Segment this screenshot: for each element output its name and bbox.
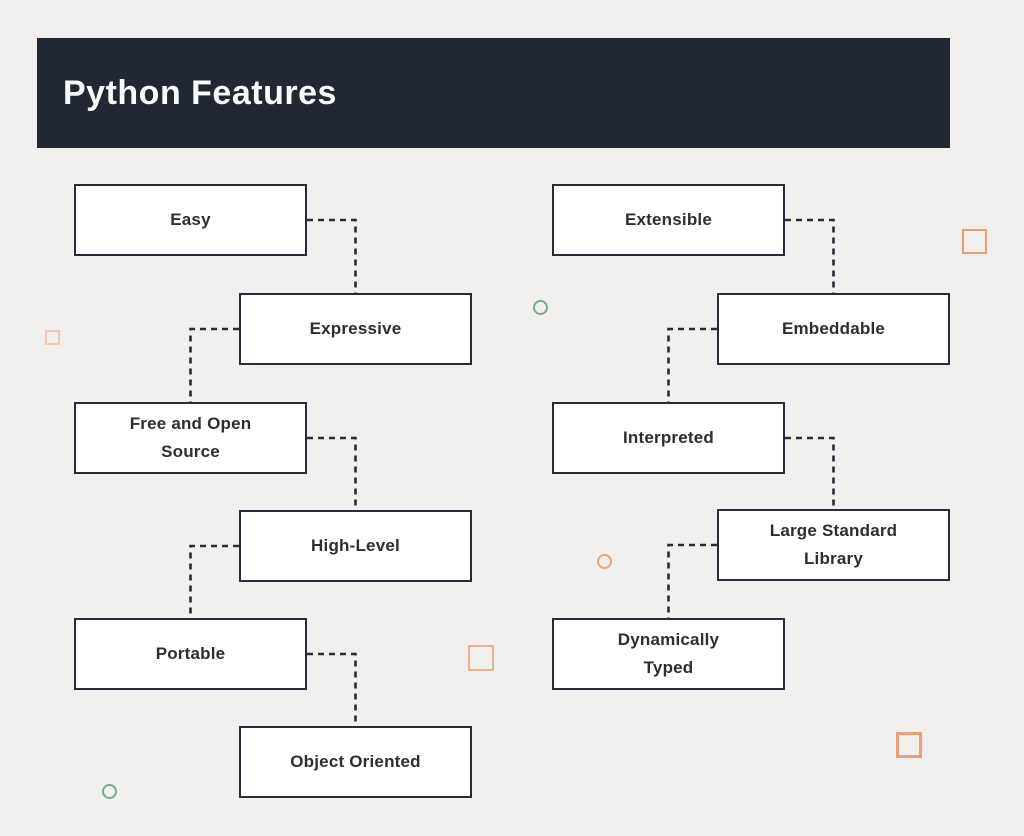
node-dynamically-typed: Dynamically Typed: [552, 618, 785, 690]
connector-expressive-free-open-source: [189, 327, 239, 402]
node-large-standard-library: Large Standard Library: [717, 509, 950, 581]
connector-easy-expressive: [307, 218, 357, 293]
node-easy: Easy: [74, 184, 307, 256]
square-outline-icon: [468, 645, 494, 671]
node-expressive: Expressive: [239, 293, 472, 365]
circle-outline-icon: [597, 554, 612, 569]
node-embeddable: Embeddable: [717, 293, 950, 365]
connector-high-level-portable: [189, 544, 239, 618]
node-extensible: Extensible: [552, 184, 785, 256]
node-high-level: High-Level: [239, 510, 472, 582]
connector-free-open-source-high-level: [307, 436, 357, 510]
circle-outline-icon: [533, 300, 548, 315]
header-bar: Python Features: [37, 38, 950, 148]
connector-extensible-embeddable: [785, 218, 835, 293]
connector-portable-object-oriented: [307, 652, 357, 726]
square-outline-icon: [45, 330, 60, 345]
node-interpreted: Interpreted: [552, 402, 785, 474]
connector-large-standard-library-dynamically-typed: [667, 543, 717, 618]
node-object-oriented: Object Oriented: [239, 726, 472, 798]
circle-outline-icon: [102, 784, 117, 799]
square-outline-icon: [896, 732, 922, 758]
square-outline-icon: [962, 229, 987, 254]
node-portable: Portable: [74, 618, 307, 690]
connector-interpreted-large-standard-library: [785, 436, 835, 509]
connector-embeddable-interpreted: [667, 327, 717, 402]
page-title: Python Features: [63, 73, 337, 112]
node-free-and-open-source: Free and Open Source: [74, 402, 307, 474]
